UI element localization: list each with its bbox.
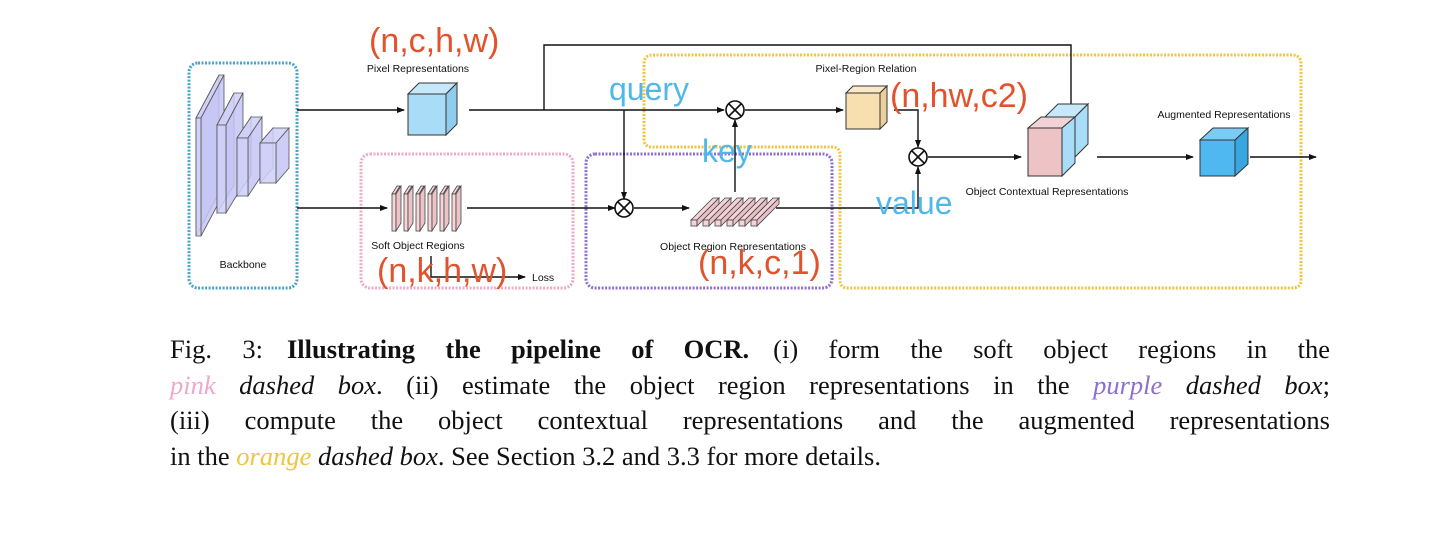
object-regions-shape-annotation: (n,k,c,1) — [698, 244, 821, 282]
pixel-representations-cube — [406, 81, 459, 137]
object-contextual-representations-cube — [1026, 102, 1090, 178]
augmented-representations-label: Augmented Representations — [1157, 109, 1290, 121]
caption-line-2-end: ; — [1322, 369, 1331, 400]
caption-dashed-box-1: dashed box — [239, 369, 376, 400]
backbone-label: Backbone — [220, 259, 267, 271]
caption-line-4: in the orange dashed box. See Section 3.… — [170, 439, 1330, 475]
object-contextual-representations-label: Object Contextual Representations — [966, 186, 1129, 198]
caption-title: Illustrating the pipeline of OCR. — [286, 334, 750, 364]
purple-dashed-box — [584, 152, 834, 290]
key-annotation: key — [702, 133, 752, 169]
multiply-operator-query-key — [725, 100, 745, 120]
pixel-shape-annotation: (n,c,h,w) — [369, 22, 499, 60]
caption-fig-label: Fig. 3: — [170, 334, 263, 364]
caption-pink-word: pink — [170, 369, 216, 400]
relation-shape-annotation: (n,hw,c2) — [890, 77, 1028, 115]
object-region-representations-bars — [690, 197, 780, 227]
backbone-layers — [195, 74, 290, 237]
caption-dashed-box-2: dashed box — [1185, 369, 1323, 400]
soft-regions-shape-annotation: (n,k,h,w) — [377, 252, 507, 290]
caption-line-2-text: . (ii) estimate the object region repres… — [376, 369, 1070, 400]
pixel-representations-label: Pixel Representations — [367, 63, 469, 75]
ocr-pipeline-diagram: Backbone — [187, 22, 1317, 290]
caption-line-3: (iii) compute the object contextual repr… — [170, 405, 1330, 435]
connections — [297, 44, 1317, 280]
multiply-operator-value — [908, 147, 928, 167]
backbone-box — [187, 61, 299, 290]
query-annotation: query — [609, 71, 689, 107]
caption-line-1: Fig. 3: Illustrating the pipeline of OCR.… — [170, 332, 1330, 368]
augmented-representations-cube — [1198, 126, 1250, 178]
multiply-operator-soft-regions — [614, 198, 634, 218]
figure-caption: Fig. 3: Illustrating the pipeline of OCR.… — [170, 332, 1330, 474]
pink-dashed-box — [359, 152, 575, 290]
caption-purple-word: purple — [1093, 369, 1163, 400]
pixel-region-relation-label: Pixel-Region Relation — [816, 63, 917, 75]
caption-line-1-text: (i) form the soft object regions in the — [773, 334, 1330, 364]
loss-label: Loss — [532, 272, 554, 284]
object-region-representations-label: Object Region Representations — [660, 241, 806, 253]
soft-object-regions-slices — [391, 184, 462, 233]
caption-line-4-start: in the — [170, 440, 230, 471]
caption-dashed-box-3: dashed box — [317, 440, 438, 471]
value-annotation: value — [876, 185, 953, 221]
pixel-region-relation-cube — [844, 84, 889, 131]
caption-orange-word: orange — [236, 440, 312, 471]
caption-line-4-end: . See Section 3.2 and 3.3 for more detai… — [437, 440, 881, 471]
orange-dashed-box — [642, 53, 1303, 290]
caption-line-2: pink dashed box. (ii) estimate the objec… — [170, 368, 1330, 404]
soft-object-regions-label: Soft Object Regions — [371, 240, 464, 252]
